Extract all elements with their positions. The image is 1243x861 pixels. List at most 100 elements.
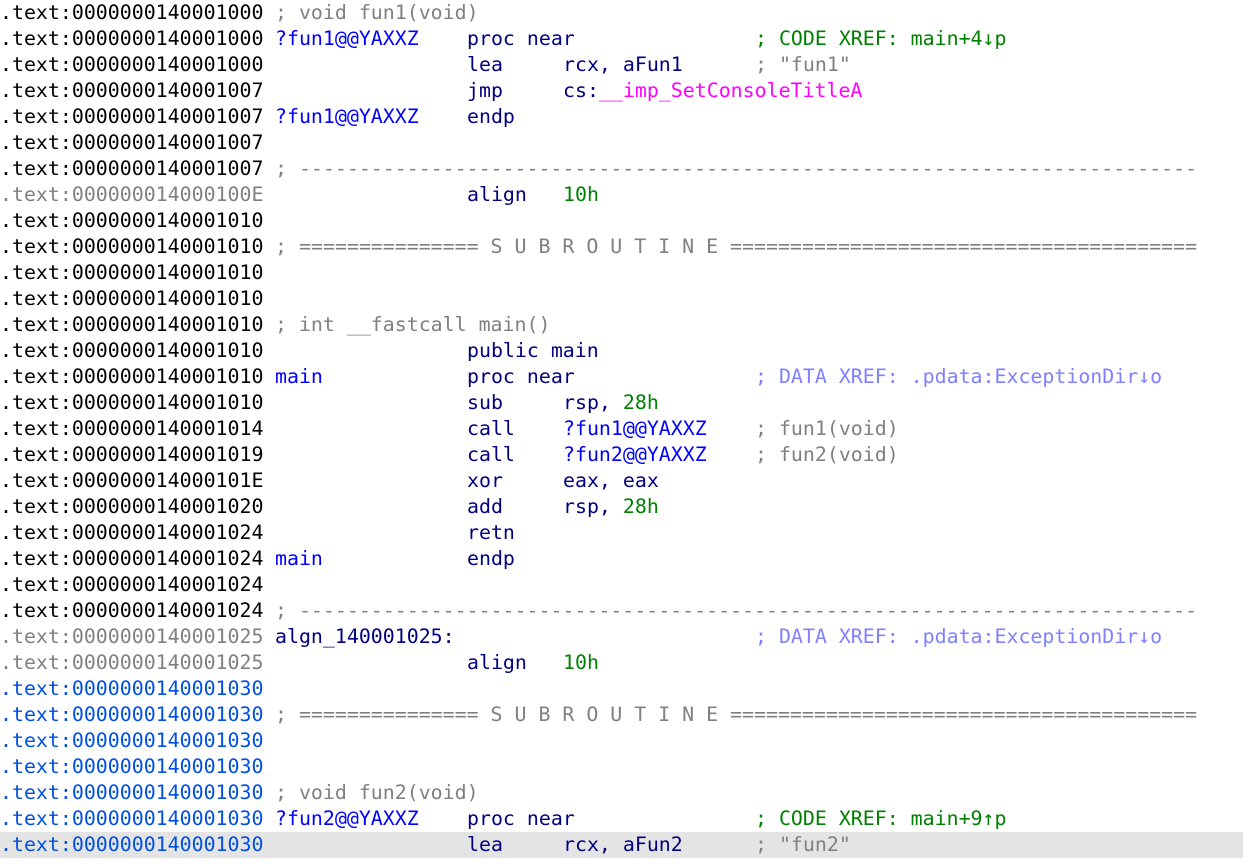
listing-line[interactable]: .text:0000000140001024	[0, 572, 1243, 598]
function-label[interactable]: main	[275, 547, 323, 570]
comment-line: ; =============== S U B R O U T I N E ==…	[275, 235, 1198, 258]
mnemonic: add	[467, 495, 503, 518]
address[interactable]: .text:0000000140001024	[0, 599, 264, 622]
address[interactable]: .text:0000000140001030	[0, 729, 264, 752]
address[interactable]: .text:0000000140001010	[0, 391, 264, 414]
xref-comment[interactable]: ; CODE XREF: main+4↓p	[755, 27, 1007, 50]
mnemonic: endp	[467, 547, 515, 570]
address[interactable]: .text:0000000140001010	[0, 261, 264, 284]
location-label[interactable]: algn_140001025:	[275, 625, 455, 648]
address[interactable]: .text:0000000140001010	[0, 313, 264, 336]
listing-line[interactable]: .text:0000000140001024 main endp	[0, 546, 1243, 572]
listing-line[interactable]: .text:0000000140001030	[0, 676, 1243, 702]
mnemonic: align	[467, 183, 527, 206]
mnemonic: retn	[467, 521, 515, 544]
address[interactable]: .text:0000000140001010	[0, 339, 264, 362]
address[interactable]: .text:0000000140001030	[0, 703, 264, 726]
address[interactable]: .text:0000000140001020	[0, 495, 264, 518]
listing-line[interactable]: .text:0000000140001010	[0, 260, 1243, 286]
address[interactable]: .text:000000014000101E	[0, 469, 264, 492]
operand-import[interactable]: __imp_SetConsoleTitleA	[598, 79, 863, 102]
listing-line[interactable]: .text:0000000140001030 ; =============== …	[0, 702, 1243, 728]
operand-num: 28h	[622, 391, 659, 414]
operand-num: 28h	[622, 495, 659, 518]
comment: ; "fun2"	[755, 833, 851, 856]
listing-line[interactable]: .text:0000000140001010	[0, 208, 1243, 234]
mnemonic: jmp	[467, 79, 503, 102]
function-label[interactable]: ?fun1@@YAXXZ	[275, 27, 419, 50]
address[interactable]: .text:0000000140001000	[0, 27, 264, 50]
address[interactable]: .text:0000000140001030	[0, 781, 264, 804]
address[interactable]: .text:0000000140001014	[0, 417, 264, 440]
listing-line[interactable]: .text:0000000140001007; ----------------…	[0, 156, 1243, 182]
comment-line: ; =============== S U B R O U T I N E ==…	[275, 703, 1198, 726]
address[interactable]: .text:0000000140001010	[0, 235, 264, 258]
address[interactable]: .text:0000000140001019	[0, 443, 264, 466]
listing-line[interactable]: .text:0000000140001010	[0, 286, 1243, 312]
address[interactable]: .text:0000000140001007	[0, 131, 264, 154]
function-label[interactable]: ?fun1@@YAXXZ	[275, 105, 419, 128]
operand-reg: eax, eax	[563, 469, 659, 492]
address[interactable]: .text:0000000140001024	[0, 547, 264, 570]
operand-num: 10h	[563, 651, 599, 674]
function-label[interactable]: main	[275, 365, 323, 388]
listing-line[interactable]: .text:0000000140001000 ; void fun1(void)	[0, 0, 1243, 26]
operands: 10h	[563, 182, 599, 208]
xref-comment[interactable]: ; DATA XREF: .pdata:ExceptionDir↓o	[755, 365, 1163, 388]
listing-line[interactable]: .text:0000000140001010 ; =============== …	[0, 234, 1243, 260]
address[interactable]: .text:0000000140001010	[0, 209, 264, 232]
xref-comment[interactable]: ; DATA XREF: .pdata:ExceptionDir↓o	[755, 625, 1163, 648]
address[interactable]: .text:0000000140001030	[0, 677, 264, 700]
listing-line[interactable]: .text:0000000140001030	[0, 728, 1243, 754]
address[interactable]: .text:0000000140001024	[0, 521, 264, 544]
address[interactable]: .text:0000000140001030	[0, 807, 264, 830]
mnemonic: lea	[467, 833, 503, 856]
listing-line[interactable]: .text:0000000140001030; void fun2(void)	[0, 780, 1243, 806]
comment: ; fun2(void)	[755, 443, 899, 466]
address[interactable]: .text:0000000140001025	[0, 651, 264, 674]
address[interactable]: .text:0000000140001000	[0, 53, 264, 76]
address[interactable]: .text:0000000140001007	[0, 157, 264, 180]
address[interactable]: .text:000000014000100E	[0, 183, 264, 206]
address[interactable]: .text:0000000140001007	[0, 105, 264, 128]
listing-line[interactable]: .text:0000000140001030	[0, 754, 1243, 780]
operands: ?fun1@@YAXXZ	[563, 416, 707, 442]
operand-num: 10h	[563, 183, 599, 206]
mnemonic: proc near	[467, 807, 575, 830]
address[interactable]: .text:0000000140001024	[0, 573, 264, 596]
listing-line[interactable]: .text:0000000140001025 algn_140001025: ; D…	[0, 624, 1243, 650]
address[interactable]: .text:0000000140001030	[0, 755, 264, 778]
operand-ref[interactable]: ?fun2@@YAXXZ	[563, 443, 707, 466]
xref-comment[interactable]: ; CODE XREF: main+9↑p	[755, 807, 1007, 830]
listing-line[interactable]: .text:0000000140001010; int __fastcall m…	[0, 312, 1243, 338]
function-label[interactable]: ?fun2@@YAXXZ	[275, 807, 419, 830]
comment-line: ; void fun1(void)	[275, 1, 479, 24]
address[interactable]: .text:0000000140001007	[0, 79, 264, 102]
listing-line[interactable]: .text:0000000140001024 retn	[0, 520, 1243, 546]
listing-line[interactable]: .text:000000014000100E align 10h	[0, 182, 1243, 208]
address[interactable]: .text:0000000140001010	[0, 365, 264, 388]
operand-ref[interactable]: ?fun1@@YAXXZ	[563, 417, 707, 440]
address[interactable]: .text:0000000140001030	[0, 833, 264, 856]
operands: 10h	[563, 650, 599, 676]
listing-line[interactable]: .text:0000000140001030 ?fun2@@YAXXZ proc n…	[0, 806, 1243, 832]
address[interactable]: .text:0000000140001025	[0, 625, 264, 648]
address[interactable]: .text:0000000140001010	[0, 287, 264, 310]
address[interactable]: .text:0000000140001000	[0, 1, 264, 24]
listing-line[interactable]: .text:0000000140001007	[0, 130, 1243, 156]
listing-line[interactable]: .text:0000000140001024; ----------------…	[0, 598, 1243, 624]
